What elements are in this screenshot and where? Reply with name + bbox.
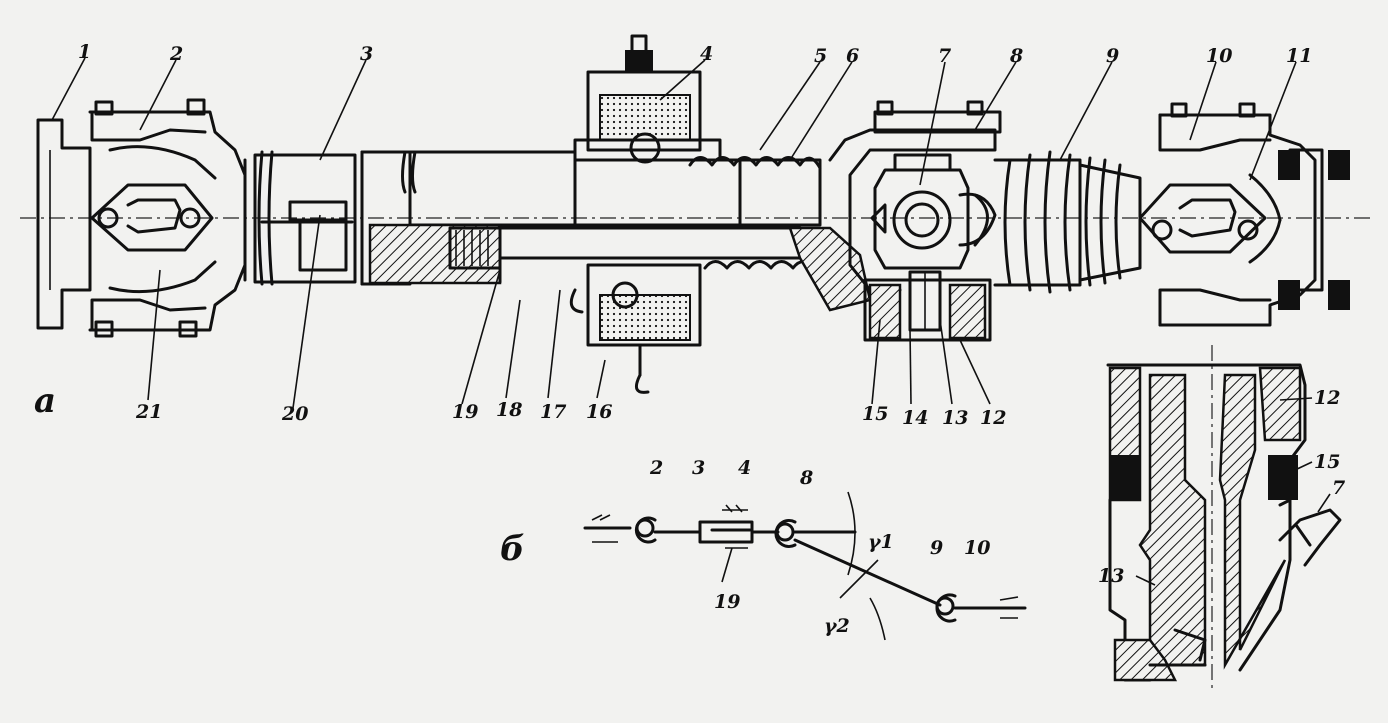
callout-21: 21 (135, 401, 162, 423)
schematic-view (583, 491, 1027, 641)
detail-callouts: 12 15 7 13 (1098, 387, 1345, 587)
schematic-callout-4: 4 (738, 457, 751, 479)
callout-18: 18 (496, 399, 522, 421)
callout-6: 6 (846, 45, 859, 67)
callout-1: 1 (78, 41, 91, 63)
schematic-callout-9: 9 (930, 537, 943, 559)
callout-9: 9 (1106, 45, 1119, 67)
callout-8: 8 (1009, 45, 1023, 67)
detail-callout-7: 7 (1332, 477, 1345, 499)
callout-2: 2 (169, 43, 183, 65)
detail-section-view (1106, 345, 1342, 690)
schematic-callout-19: 19 (714, 591, 740, 613)
schematic-callout-3: 3 (692, 457, 705, 479)
callout-5: 5 (814, 45, 827, 67)
callout-12: 12 (980, 407, 1006, 429)
main-leaders (51, 57, 1297, 409)
main-assembly-view (20, 34, 1370, 394)
callout-4: 4 (700, 43, 713, 65)
middle-universal-joint (828, 100, 1002, 342)
spline-shaft (368, 150, 802, 285)
left-flange (36, 118, 92, 330)
callout-16: 16 (586, 401, 612, 423)
rubber-boot (973, 150, 1142, 294)
callout-15: 15 (862, 403, 888, 425)
detail-callout-13: 13 (1098, 565, 1124, 587)
callout-7: 7 (938, 45, 951, 67)
callout-14: 14 (902, 407, 928, 429)
schematic-callout-gamma1: γ1 (868, 531, 894, 553)
schematic-callout-2: 2 (649, 457, 663, 479)
view-labels: а б (34, 381, 525, 569)
detail-callout-12: 12 (1314, 387, 1340, 409)
callout-17: 17 (540, 401, 566, 423)
detail-callout-15: 15 (1314, 451, 1340, 473)
intermediate-support (569, 34, 822, 394)
view-label-a: а (34, 381, 56, 421)
seal-boot (688, 156, 872, 312)
callout-11: 11 (1286, 45, 1312, 67)
callout-13: 13 (942, 407, 968, 429)
schematic-callouts: 2 3 4 8 9 10 19 γ1 γ2 (649, 457, 990, 637)
left-universal-joint (88, 98, 247, 338)
view-label-b: б (500, 529, 525, 569)
callout-3: 3 (360, 43, 373, 65)
schematic-callout-gamma2: γ2 (824, 615, 850, 637)
callout-20: 20 (281, 403, 308, 425)
callout-10: 10 (1206, 45, 1232, 67)
schematic-callout-8: 8 (799, 467, 813, 489)
callout-19: 19 (452, 401, 478, 423)
right-universal-joint (1138, 102, 1350, 327)
schematic-callout-10: 10 (964, 537, 990, 559)
main-callouts: 1 2 3 4 5 6 7 8 9 10 11 21 20 19 18 17 1… (78, 41, 1312, 429)
